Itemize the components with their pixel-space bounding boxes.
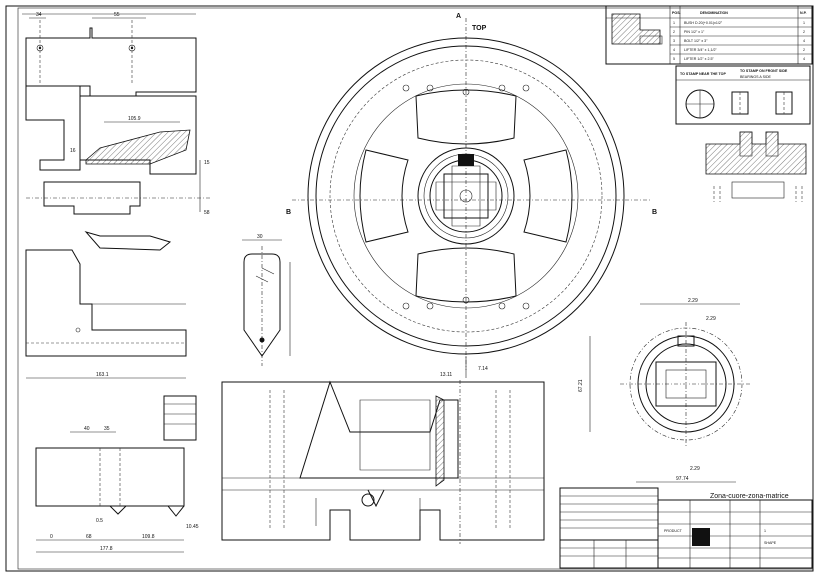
- bom-row1-pos: 1: [673, 21, 675, 25]
- bom-row2-pos: 2: [673, 30, 675, 34]
- bom-row3-n: 4: [803, 39, 805, 43]
- middle-left-view: 163.1: [25, 231, 187, 379]
- dim-58: 58: [204, 210, 210, 216]
- section-a-a-view: [221, 380, 545, 544]
- drawing-code: SHAPE: [764, 541, 777, 545]
- dim-105-9: 105.9: [128, 116, 141, 122]
- dim-2-29-c: 2.29: [690, 466, 700, 472]
- section-a-top: A: [456, 13, 461, 20]
- revision: 1: [764, 529, 766, 533]
- dim-55: 55: [114, 12, 120, 18]
- bom-row5-denom: LIFTER 1/2" x 2.5": [684, 57, 714, 61]
- dim-67-21: 67.21: [578, 379, 584, 392]
- dim-10-45: 10.45: [186, 524, 199, 530]
- bom-table: POS. DENOMINATION N.P. 1 BUSH D.20(+0.01…: [605, 5, 813, 65]
- bom-row1-n: 1: [803, 21, 805, 25]
- dim-30: 30: [257, 234, 263, 240]
- bom-row5-n: 4: [803, 57, 805, 61]
- bom-header-denom: DENOMINATION: [700, 11, 728, 15]
- dim-34: 34: [36, 12, 42, 18]
- dim-35: 35: [104, 426, 110, 432]
- dim-97-74: 97.74: [676, 476, 689, 482]
- dim-2-29-a: 2.29: [688, 298, 698, 304]
- dim-0-5: 0.5: [96, 518, 103, 524]
- bom-header-pos: POS.: [672, 11, 681, 15]
- bom-row3-denom: BOLT 1/2" x 3": [684, 39, 708, 43]
- dim-13-11: 13.11: [440, 372, 452, 378]
- bom-row2-n: 2: [803, 30, 805, 34]
- bom-row4-denom: LIFTER 3/4" x 1,1/2": [684, 48, 717, 52]
- bom-row4-pos: 4: [673, 48, 675, 52]
- dim-68: 68: [86, 534, 92, 540]
- dim-177-8: 177.8: [100, 546, 113, 552]
- dim-163-1: 163.1: [96, 372, 109, 378]
- bom-row4-n: 2: [803, 48, 805, 52]
- company-name: PRODUCT: [664, 529, 683, 533]
- stamp-detail: TO STAMP NEAR THE TOP TO STAMP ON FRONT …: [675, 65, 811, 125]
- top-left-section-view: 34 55 105.9 16 15 58: [22, 12, 210, 216]
- round-detail-view: 2.29 2.29 2.29 67.21 97.74: [578, 298, 752, 483]
- main-plan-view: A TOP B B 13.11 7.14: [286, 13, 657, 378]
- dim-0: 0: [50, 534, 53, 540]
- bom-row5-pos: 5: [673, 57, 675, 61]
- bom-row1-denom: BUSH D.20(+0.01)x1/2": [684, 21, 723, 25]
- dim-2-29-b: 2.29: [706, 316, 716, 322]
- section-b-left: B: [286, 209, 291, 216]
- inner-frame: [17, 7, 814, 570]
- stamp-note-2: TO STAMP ON FRONT SIDE: [740, 69, 788, 73]
- pin-detail-view: 30: [242, 234, 291, 366]
- zona-label: Zona-cuore-zona-matrice: [710, 493, 789, 500]
- top-label: TOP: [472, 25, 487, 32]
- section-b-right: B: [652, 209, 657, 216]
- title-block: Zona-cuore-zona-matrice PRODUCT SHAPE 1: [559, 487, 813, 569]
- stamp-note-1: TO STAMP NEAR THE TOP: [680, 72, 726, 76]
- stamp-note-3: BEARINGS A SIDE: [740, 75, 772, 79]
- dim-40: 40: [84, 426, 90, 432]
- bottom-left-view: 40 35 0.5 10.45 0 68 109.8 177.8: [35, 395, 199, 553]
- dim-15: 15: [204, 160, 210, 166]
- section-detail-hatched: [705, 131, 807, 202]
- bom-header-n: N.P.: [800, 11, 807, 15]
- dim-16: 16: [70, 148, 76, 154]
- dim-7-14: 7.14: [478, 366, 488, 372]
- dim-109-8: 109.8: [142, 534, 155, 540]
- sheet-border: [5, 5, 814, 572]
- bom-row3-pos: 3: [673, 39, 675, 43]
- bom-row2-denom: PIN 1/2" x 1": [684, 30, 705, 34]
